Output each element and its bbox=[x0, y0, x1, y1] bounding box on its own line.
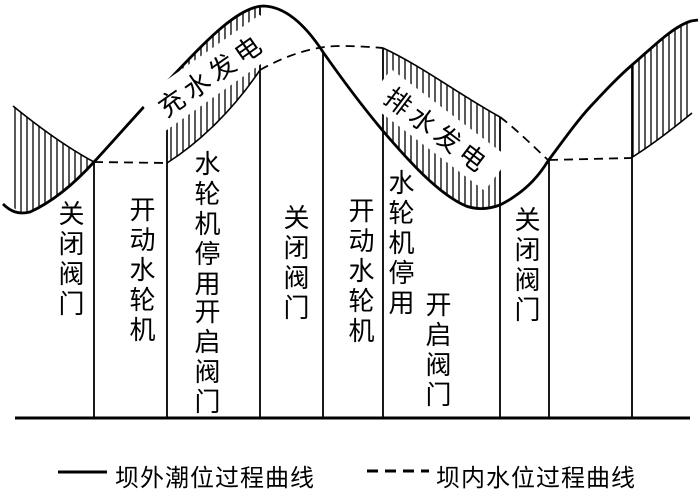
phase-label-start-turbine-1: 开动水轮机 bbox=[125, 196, 155, 346]
phase-label-turbine-stop-1: 水轮机停用 bbox=[190, 150, 220, 300]
phase-label-turbine-stop-2: 水轮机停用 bbox=[384, 169, 414, 319]
basin-level-solid-segments bbox=[12, 47, 693, 164]
phase-label-open-valve-1: 开启阀门 bbox=[190, 298, 220, 418]
basin-level-dashed-segments bbox=[93, 45, 632, 164]
phase-label-close-valve-3: 关闭阀门 bbox=[510, 206, 540, 326]
hatch-area-left-drain-tail bbox=[13, 106, 94, 213]
legend-solid-label: 坝外潮位过程曲线 bbox=[115, 464, 315, 492]
hatched-areas bbox=[13, 6, 692, 213]
phase-label-close-valve-1: 关闭阀门 bbox=[54, 200, 84, 320]
phase-label-start-turbine-2: 开动水轮机 bbox=[344, 197, 374, 347]
tide-curve-outside-dam bbox=[2, 4, 699, 215]
hatch-area-right-fill-start bbox=[631, 21, 692, 158]
phase-label-open-valve-2: 开启阀门 bbox=[421, 291, 451, 411]
legend-dashed-label: 坝内水位过程曲线 bbox=[436, 464, 636, 492]
phase-label-close-valve-2: 关闭阀门 bbox=[279, 204, 309, 324]
